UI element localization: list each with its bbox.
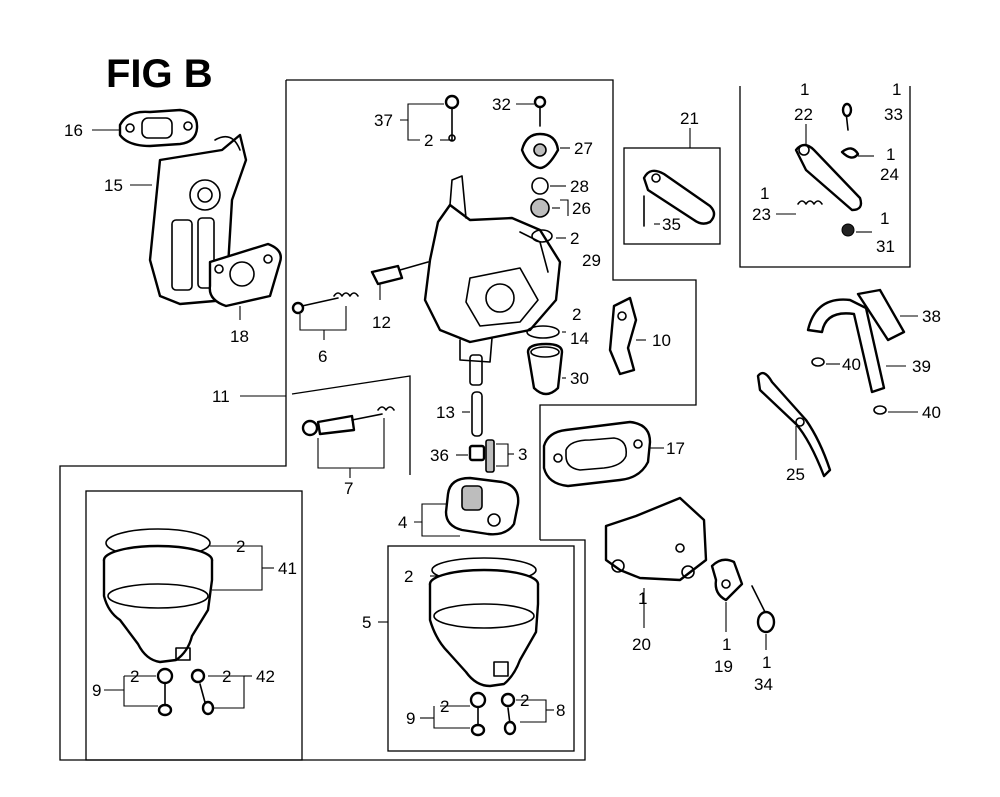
callout-16: 16: [64, 121, 83, 140]
callout-21: 21: [680, 109, 699, 128]
callout-24: 24: [880, 165, 899, 184]
callout-18: 18: [230, 327, 249, 346]
drain-screws-center: [469, 691, 517, 737]
lever-21-35: [642, 169, 716, 227]
callout-14-qty: 2: [572, 305, 581, 324]
lever-10: [608, 296, 638, 376]
callout-8: 8: [556, 701, 565, 720]
callout-25: 25: [786, 465, 805, 484]
callout-9a: 9: [92, 681, 101, 700]
callout-30: 30: [570, 369, 589, 388]
choke-kit: [794, 102, 863, 237]
callout-41: 41: [278, 559, 297, 578]
callout-10: 10: [652, 331, 671, 350]
float-4: [444, 476, 520, 536]
bracket-20: [604, 496, 776, 634]
callout-13: 13: [436, 403, 455, 422]
callout-39: 39: [912, 357, 931, 376]
callout-42: 42: [256, 667, 275, 686]
callout-14: 14: [570, 329, 589, 348]
callout-33: 33: [884, 105, 903, 124]
float-bowl-41: [102, 528, 214, 664]
callout-40a: 40: [842, 355, 861, 374]
callout-15: 15: [104, 176, 123, 195]
callout-34-qty: 1: [762, 653, 771, 672]
callout-3: 3: [518, 445, 527, 464]
callout-33-qty: 1: [892, 80, 901, 99]
callout-9a-qty: 2: [130, 667, 139, 686]
top-hardware: [444, 94, 560, 243]
washer-14-float-30: [526, 325, 564, 396]
assembly-frames: [59, 79, 911, 761]
callout-labels: 16 15 18 11 37 2 32 27 28 26 2 29 12 6 2…: [64, 80, 941, 728]
callout-37-qty: 2: [424, 131, 433, 150]
callout-29-qty: 2: [570, 229, 579, 248]
callout-19-qty: 1: [722, 635, 731, 654]
fuel-line: [806, 288, 906, 415]
callout-5-qty: 2: [404, 567, 413, 586]
callout-35: 35: [662, 215, 681, 234]
jets-13-36-3: [468, 391, 495, 473]
callout-24-qty: 1: [886, 145, 895, 164]
callout-12: 12: [372, 313, 391, 332]
clip-25: [756, 371, 832, 478]
callout-41-qty: 2: [236, 537, 245, 556]
drain-screws-left: [156, 667, 215, 717]
callout-5: 5: [362, 613, 371, 632]
callout-31-qty: 1: [880, 209, 889, 228]
callout-28: 28: [570, 177, 589, 196]
callout-36: 36: [430, 446, 449, 465]
carburetor-body: [423, 175, 562, 386]
callout-4: 4: [398, 513, 407, 532]
mixture-screws: [291, 261, 429, 315]
callout-9b: 9: [406, 709, 415, 728]
callout-6: 6: [318, 347, 327, 366]
callout-19: 19: [714, 657, 733, 676]
callout-29: 29: [582, 251, 601, 270]
callout-8-qty: 2: [520, 691, 529, 710]
callout-37: 37: [374, 111, 393, 130]
callout-11: 11: [212, 387, 230, 406]
callout-38: 38: [922, 307, 941, 326]
figure-title: FIG B: [106, 52, 213, 96]
callout-9b-qty: 2: [440, 697, 449, 716]
screw-7: [301, 406, 395, 437]
callout-22-qty: 1: [800, 80, 809, 99]
callout-23-qty: 1: [760, 184, 769, 203]
callout-20-qty: 1: [638, 589, 647, 608]
callout-27: 27: [574, 139, 593, 158]
callout-23: 23: [752, 205, 771, 224]
callout-26: 26: [572, 199, 591, 218]
callout-7: 7: [344, 479, 353, 498]
callout-17: 17: [666, 439, 685, 458]
callout-42-qty: 2: [222, 667, 231, 686]
gasket-18: [208, 242, 282, 308]
gasket-16: [118, 108, 199, 148]
leader-lines: [92, 103, 918, 729]
callout-40b: 40: [922, 403, 941, 422]
gasket-17: [542, 420, 652, 488]
callout-32: 32: [492, 95, 511, 114]
callout-20: 20: [632, 635, 651, 654]
callout-34: 34: [754, 675, 773, 694]
callout-31: 31: [876, 237, 895, 256]
float-bowl-5: [428, 557, 540, 688]
callout-22: 22: [794, 105, 813, 124]
